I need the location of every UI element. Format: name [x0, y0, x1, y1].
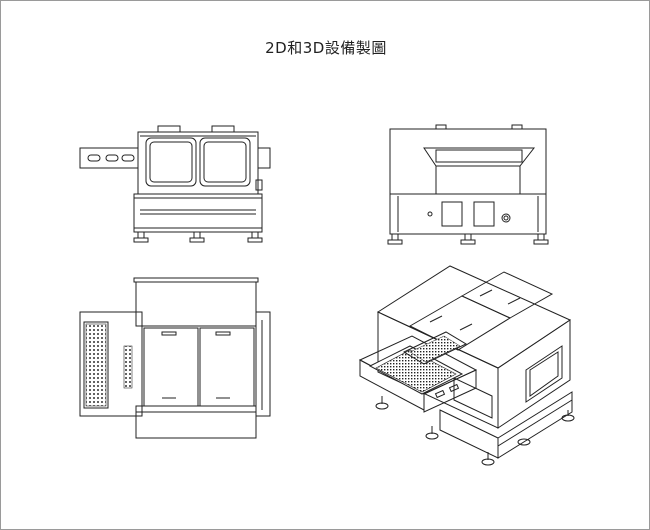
plan-view-drawing: [79, 277, 271, 439]
side-view-drawing: [387, 124, 549, 245]
isometric-drawing: [358, 265, 575, 466]
page-title: 2D和3D設備製圖: [265, 39, 387, 57]
front-view-drawing: [79, 125, 271, 243]
